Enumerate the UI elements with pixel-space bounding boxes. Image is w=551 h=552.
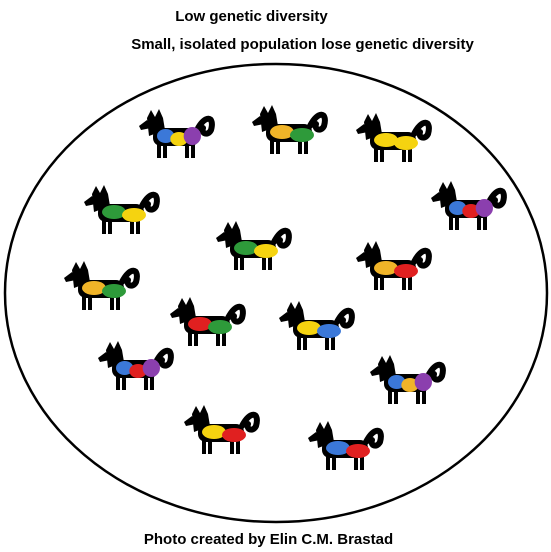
dog-tail (142, 195, 157, 210)
dog-color-patch (270, 125, 294, 139)
dog-tail (274, 231, 289, 246)
dog-color-patch (222, 428, 246, 442)
dog-color-patch (202, 425, 226, 439)
dog-color-patch (188, 317, 212, 331)
dog-color-patch (290, 128, 314, 142)
dog-color-patch (297, 321, 321, 335)
dog-figure (252, 105, 325, 154)
dog-tail (310, 115, 325, 130)
dog-color-patch (184, 127, 201, 145)
dog-color-patch (394, 264, 418, 278)
dog-figure (370, 355, 443, 404)
dog-color-patch (254, 244, 278, 258)
dog-tail (366, 431, 381, 446)
dog-figure (216, 221, 289, 270)
dog-tail (414, 123, 429, 138)
dog-color-patch (374, 261, 398, 275)
dog-color-patch (208, 320, 232, 334)
dog-color-patch (234, 241, 258, 255)
dog-color-patch (102, 284, 126, 298)
dog-figure (98, 341, 171, 390)
dog-tail (228, 307, 243, 322)
dog-tail (122, 271, 137, 286)
dog-figure (356, 113, 429, 162)
dog-figure (356, 241, 429, 290)
dog-tail (242, 415, 257, 430)
dog-tail (337, 311, 352, 326)
dog-color-patch (122, 208, 146, 222)
dog-color-patch (326, 441, 350, 455)
dog-color-patch (374, 133, 398, 147)
dog-figure (184, 405, 257, 454)
dog-color-patch (394, 136, 418, 150)
dog-color-patch (476, 199, 493, 217)
dog-figure (279, 301, 352, 350)
dog-figure (308, 421, 381, 470)
dog-color-patch (317, 324, 341, 338)
dog-tail (414, 251, 429, 266)
dog-color-patch (346, 444, 370, 458)
dog-color-patch (143, 359, 160, 377)
dog-figure (64, 261, 137, 310)
dog-color-patch (102, 205, 126, 219)
dog-figure (170, 297, 243, 346)
dog-color-patch (415, 373, 432, 391)
dog-group (64, 105, 504, 470)
dog-figure (431, 181, 504, 230)
dog-figure (139, 109, 212, 158)
photo-credit: Photo created by Elin C.M. Brastad (0, 531, 544, 548)
dog-color-patch (82, 281, 106, 295)
dog-figure (84, 185, 157, 234)
